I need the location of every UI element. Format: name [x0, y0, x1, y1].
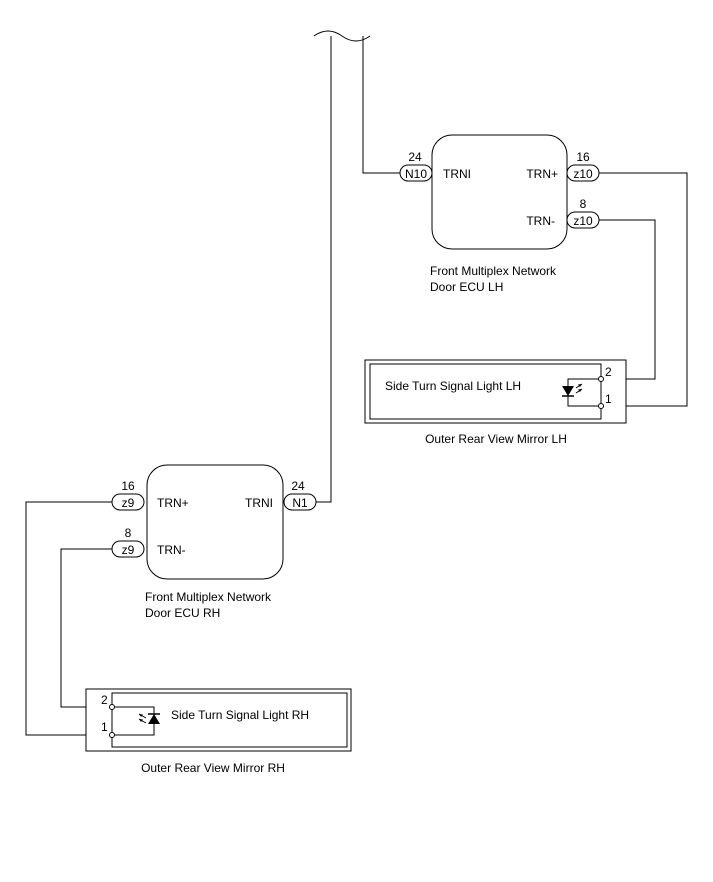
wires: [25, 30, 688, 736]
mirror-rh-caption: Outer Rear View Mirror RH: [141, 761, 285, 775]
ecu-lh-box: [431, 134, 568, 250]
connector-n1: [283, 493, 317, 511]
wire-trni-rh: [316, 36, 332, 503]
wire-trn-plus-lh: [599, 172, 688, 407]
ecu-rh: TRN+ TRNI TRN- 16 z9 8 z9 24 N1 Front Mu…: [111, 464, 317, 620]
connector-n10-code: N10: [405, 167, 427, 181]
connector-z10-minus: [566, 211, 600, 229]
connector-n1-pin: 24: [291, 479, 305, 493]
connector-z9-plus-pin: 16: [121, 479, 135, 493]
ecu-lh-terminal-trni: TRNI: [443, 167, 471, 181]
connector-z10-minus-code: z10: [573, 214, 593, 228]
connector-z9-plus-code: z9: [122, 496, 135, 510]
connector-n1-code: N1: [292, 496, 308, 510]
ecu-lh: TRNI TRN+ TRN- 24 N10 16 z10 8 z10 Front…: [399, 134, 600, 294]
mirror-lh-outer-frame: [364, 359, 627, 424]
connector-z10-plus-pin: 16: [576, 150, 590, 164]
mirror-rh-inner-frame: [111, 692, 348, 748]
connector-n10: [399, 164, 433, 182]
connector-z9-minus-code: z9: [122, 543, 135, 557]
mirror-rh-pin2-terminal: [109, 704, 115, 710]
connector-z9-plus: [111, 493, 145, 511]
ecu-lh-terminal-trn-minus: TRN-: [526, 214, 555, 228]
mirror-lh: Side Turn Signal Light LH 2 1 Outer Rear…: [364, 359, 627, 446]
mirror-lh-pin2-terminal: [598, 376, 604, 382]
mirror-rh-pin2-label: 2: [101, 693, 108, 707]
side-turn-signal-light-lh-label: Side Turn Signal Light LH: [385, 379, 521, 393]
mirror-rh: Side Turn Signal Light RH 2 1 Outer Rear…: [85, 688, 352, 775]
ecu-rh-terminal-trn-plus: TRN+: [157, 496, 189, 510]
mirror-lh-caption: Outer Rear View Mirror LH: [425, 432, 567, 446]
ecu-rh-box: [146, 464, 284, 580]
wire-trn-plus-rh: [25, 501, 112, 736]
wire-trni-lh: [362, 36, 400, 174]
mirror-rh-pin1-terminal: [109, 732, 115, 738]
wire-break-symbol: [313, 30, 371, 42]
connector-n10-pin: 24: [408, 150, 422, 164]
connector-z10-plus-code: z10: [573, 167, 593, 181]
mirror-rh-pin1-label: 1: [101, 720, 108, 734]
mirror-rh-outer-frame: [85, 688, 352, 752]
connector-z9-minus: [111, 540, 145, 558]
mirror-lh-inner-frame: [369, 363, 602, 420]
mirror-lh-pin1-terminal: [598, 403, 604, 409]
ecu-rh-terminal-trn-minus: TRN-: [157, 543, 186, 557]
side-turn-signal-light-rh-label: Side Turn Signal Light RH: [171, 708, 309, 722]
connector-z10-plus: [566, 164, 600, 182]
wire-trn-minus-lh: [599, 219, 656, 380]
ecu-rh-title-line1: Front Multiplex Network: [145, 590, 272, 604]
connector-z10-minus-pin: 8: [580, 197, 587, 211]
ecu-rh-terminal-trni: TRNI: [245, 496, 273, 510]
ecu-lh-terminal-trn-plus: TRN+: [526, 167, 558, 181]
led-lh-icon: [562, 378, 601, 407]
ecu-lh-title-line2: Door ECU LH: [430, 280, 503, 294]
ecu-rh-title-line2: Door ECU RH: [145, 606, 220, 620]
mirror-lh-pin2-label: 2: [605, 365, 612, 379]
connector-z9-minus-pin: 8: [125, 526, 132, 540]
ecu-lh-title-line1: Front Multiplex Network: [430, 264, 557, 278]
led-rh-icon: [112, 706, 160, 736]
wire-trn-minus-rh: [60, 548, 112, 708]
mirror-lh-pin1-label: 1: [605, 392, 612, 406]
